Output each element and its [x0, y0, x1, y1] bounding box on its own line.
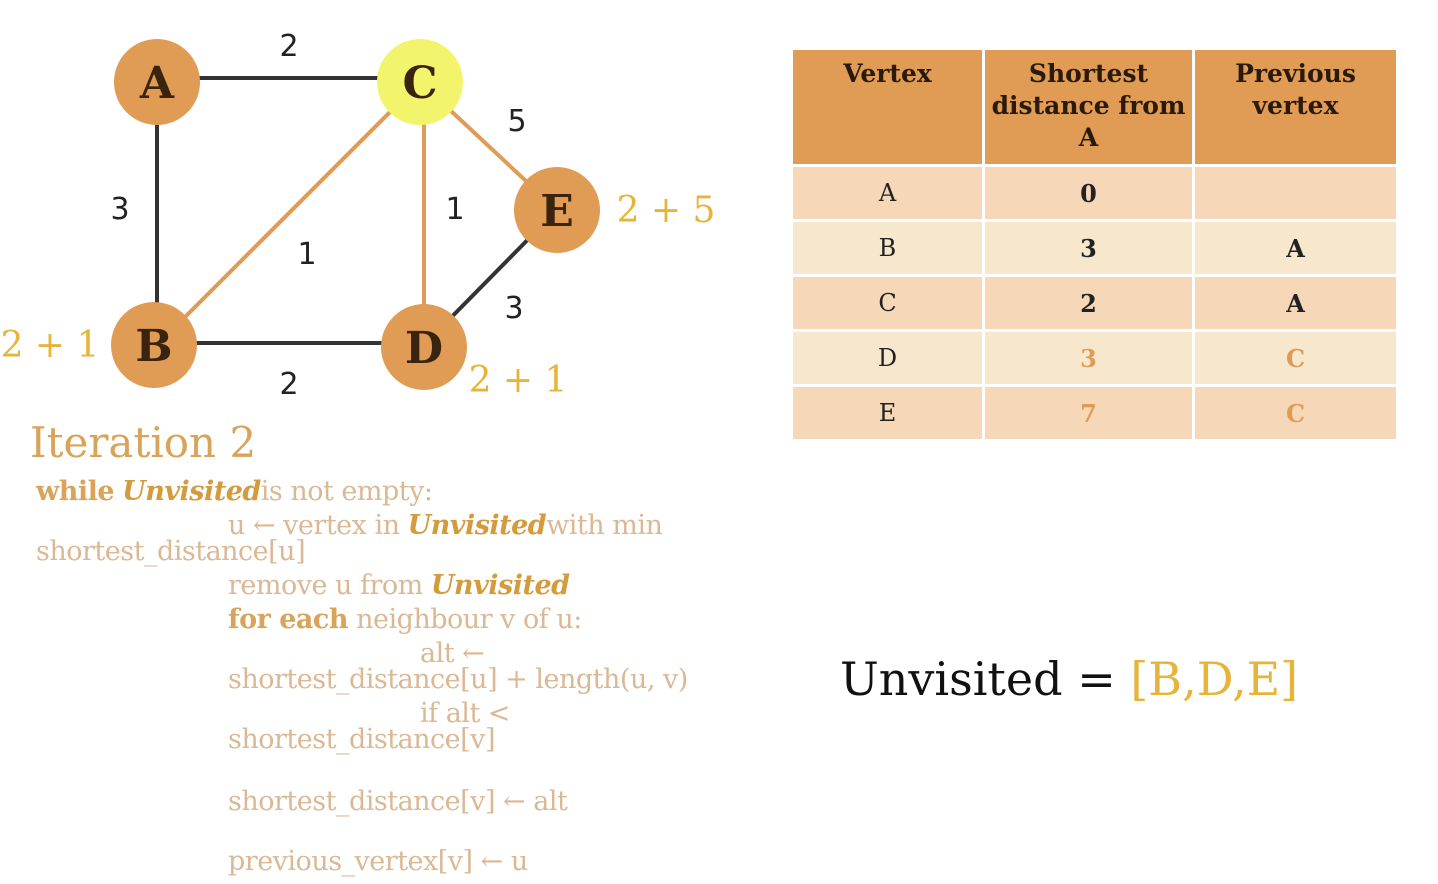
- table-row: E 7 C: [790, 384, 1399, 442]
- unvisited-set: Unvisited = [B,D,E]: [840, 652, 1298, 706]
- code-text: is not empty:: [260, 476, 433, 507]
- graph-diagram: 2 3 1 1 5 2 3 A C B D E 2 + 1 2 + 1 2 + …: [1, 29, 716, 402]
- edge-c-b: [155, 80, 422, 347]
- code-text: neighbour v of u:: [356, 604, 582, 635]
- weight-a-c: 2: [279, 29, 298, 64]
- weight-a-b: 3: [110, 192, 129, 227]
- cell-previous: C: [1192, 329, 1399, 387]
- node-e-label: E: [540, 186, 574, 237]
- code-text: u ← vertex in: [228, 510, 400, 541]
- node-c: C: [377, 39, 463, 125]
- cell-vertex: D: [790, 329, 985, 387]
- cell-previous: [1192, 164, 1399, 222]
- cell-vertex: B: [790, 219, 985, 277]
- cell-vertex: E: [790, 384, 985, 442]
- header-shortest-distance: Shortest distance from A: [982, 47, 1195, 167]
- table-row: B 3 A: [790, 219, 1399, 277]
- code-line-alt: alt ←: [420, 638, 485, 669]
- weight-b-d: 2: [279, 367, 298, 402]
- code-text: shortest_distance[u] + length(u, v): [228, 664, 688, 695]
- iteration-title: Iteration 2: [30, 418, 257, 467]
- code-text: shortest_distance[v]: [228, 724, 495, 755]
- cell-distance: 3: [982, 219, 1195, 277]
- distance-table: Vertex Shortest distance from A Previous…: [790, 47, 1399, 442]
- cell-previous: A: [1192, 219, 1399, 277]
- code-line-select-u: u ← vertex in Unvisitedwith min: [228, 510, 663, 541]
- cell-distance: 3: [982, 329, 1195, 387]
- code-text: shortest_distance[u]: [36, 536, 306, 567]
- code-variable: Unvisited: [407, 510, 547, 541]
- code-keyword: while: [36, 476, 115, 507]
- weight-d-e: 3: [504, 291, 523, 326]
- table-row: C 2 A: [790, 274, 1399, 332]
- table-header-row: Vertex Shortest distance from A Previous…: [790, 47, 1399, 167]
- cell-distance: 0: [982, 164, 1195, 222]
- cell-vertex: A: [790, 164, 985, 222]
- code-text: remove u from: [228, 570, 423, 601]
- code-line-update-previous: previous_vertex[v] ← u: [228, 846, 528, 877]
- cell-previous: A: [1192, 274, 1399, 332]
- code-variable: Unvisited: [430, 570, 570, 601]
- code-line-update-distance: shortest_distance[v] ← alt: [228, 786, 568, 817]
- annotation-b: 2 + 1: [1, 325, 100, 366]
- node-a-label: A: [139, 58, 175, 109]
- code-keyword: for each: [228, 604, 349, 635]
- weight-c-b: 1: [297, 237, 316, 272]
- node-a: A: [114, 39, 200, 125]
- code-line-if-expr: shortest_distance[v]: [228, 724, 495, 755]
- unvisited-values: [B,D,E]: [1130, 652, 1299, 706]
- code-line-alt-expr: shortest_distance[u] + length(u, v): [228, 664, 688, 695]
- cell-previous: C: [1192, 384, 1399, 442]
- code-line-for-each: for each neighbour v of u:: [228, 604, 582, 635]
- weight-c-e: 5: [507, 104, 526, 139]
- code-line-if: if alt <: [420, 698, 511, 729]
- cell-vertex: C: [790, 274, 985, 332]
- node-d: D: [381, 304, 467, 390]
- table-row: A 0: [790, 164, 1399, 222]
- node-e: E: [514, 167, 600, 253]
- code-line-while: while Unvisitedis not empty:: [36, 476, 433, 507]
- node-b-label: B: [135, 321, 172, 372]
- code-variable: Unvisited: [122, 476, 261, 507]
- weight-c-d: 1: [445, 192, 464, 227]
- node-c-label: C: [402, 58, 437, 109]
- node-b: B: [111, 302, 197, 388]
- node-d-label: D: [405, 323, 443, 374]
- header-previous-vertex: Previous vertex: [1192, 47, 1399, 167]
- unvisited-label: Unvisited =: [840, 652, 1131, 706]
- code-text: if alt <: [420, 698, 511, 729]
- code-line-remove: remove u from Unvisited: [228, 570, 570, 601]
- code-text: alt ←: [420, 638, 485, 669]
- code-line-shortest-u: shortest_distance[u]: [36, 536, 306, 567]
- code-text: shortest_distance[v] ← alt: [228, 786, 568, 817]
- header-vertex: Vertex: [790, 47, 985, 167]
- annotation-d: 2 + 1: [469, 360, 568, 401]
- cell-distance: 2: [982, 274, 1195, 332]
- table-row: D 3 C: [790, 329, 1399, 387]
- cell-distance: 7: [982, 384, 1195, 442]
- code-text: with min: [546, 510, 663, 541]
- annotation-e: 2 + 5: [617, 190, 716, 231]
- code-text: previous_vertex[v] ← u: [228, 846, 528, 877]
